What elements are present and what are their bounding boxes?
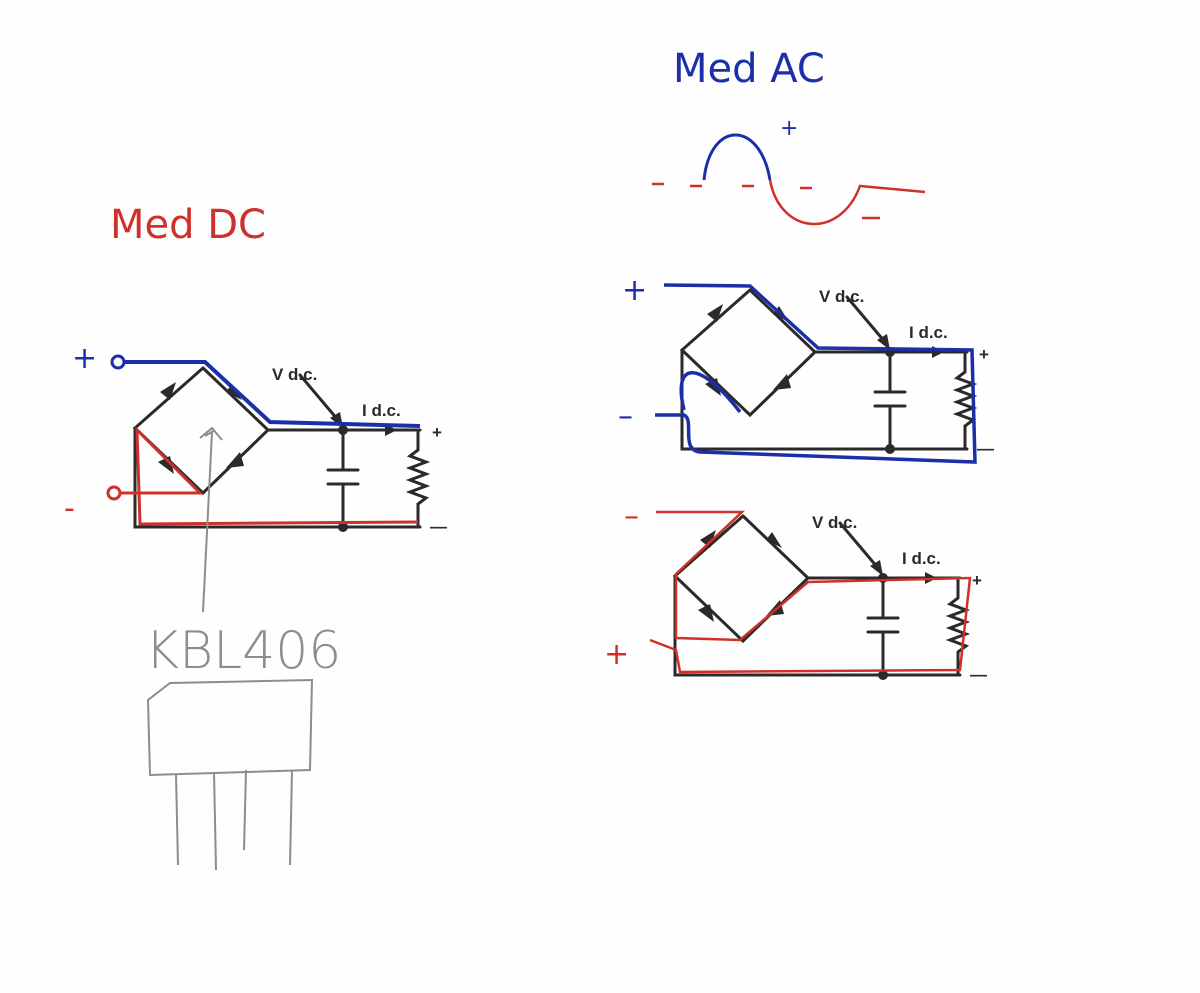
ac-bottom-plus-sign: + (604, 637, 629, 672)
part-label: KBL406 (145, 621, 341, 681)
label-idc: I d.c. (902, 549, 941, 568)
current-path-red-dc (112, 426, 419, 526)
current-path-blue-dc (118, 360, 421, 428)
kbl406-package-sketch (146, 678, 314, 871)
dc-minus-sign: - (64, 491, 75, 526)
label-vdc: V d.c. (272, 365, 317, 384)
label-out-minus: — (977, 439, 994, 458)
bridge-circuit-dc: V d.c. I d.c. + — (133, 365, 447, 536)
wave-plus-sign: + (780, 116, 798, 141)
label-out-minus: — (970, 665, 987, 684)
label-idc: I d.c. (909, 323, 948, 342)
label-vdc: V d.c. (819, 287, 864, 306)
label-out-plus: + (972, 571, 982, 590)
label-out-plus: + (432, 423, 442, 442)
ac-top-plus-sign: + (622, 273, 647, 308)
dc-plus-sign: + (72, 341, 97, 376)
bridge-circuit-ac-positive: V d.c. I d.c. + — (680, 287, 994, 458)
title-ac: Med AC (673, 46, 825, 92)
label-out-plus: + (979, 345, 989, 364)
label-idc: I d.c. (362, 401, 401, 420)
current-path-red-ac-bottom (649, 510, 972, 674)
label-out-minus: — (430, 517, 447, 536)
current-path-blue-ac-top (655, 283, 977, 464)
bridge-circuit-ac-negative: V d.c. I d.c. + — (673, 513, 987, 684)
ac-top-minus-sign: – (618, 399, 633, 434)
label-vdc: V d.c. (812, 513, 857, 532)
ac-waveform-sketch: + (652, 116, 926, 226)
title-dc: Med DC (110, 202, 266, 248)
ac-bottom-minus-sign: – (624, 499, 639, 534)
